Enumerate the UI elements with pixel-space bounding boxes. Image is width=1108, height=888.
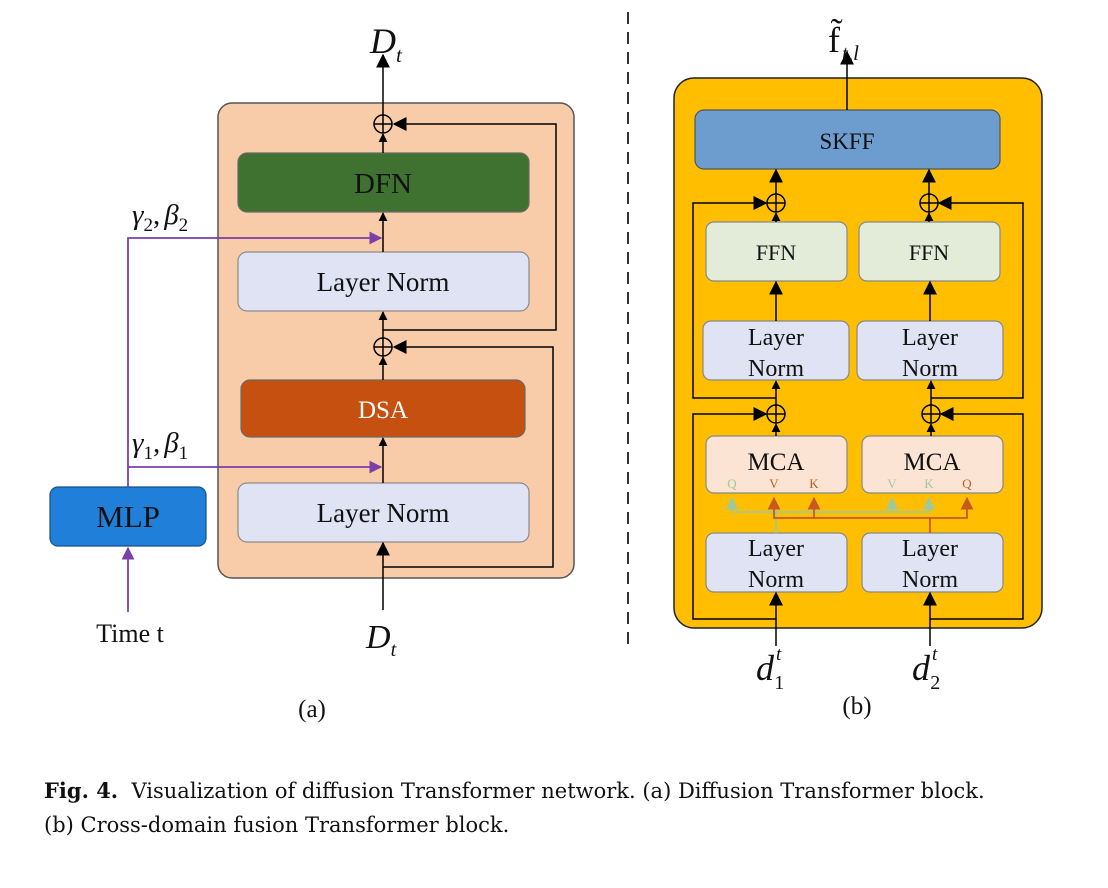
output-dt-label: Dt bbox=[369, 21, 403, 67]
gamma1-beta1-label: γ1,β1 bbox=[132, 427, 188, 464]
mca-left-label: MCA bbox=[748, 449, 805, 476]
figure-caption: Fig. 4. Visualization of diffusion Trans… bbox=[44, 774, 1084, 842]
layer-norm-bottom-label: Layer Norm bbox=[317, 498, 450, 528]
cross-attention-links bbox=[725, 496, 974, 533]
norm-mid-right-line2: Norm bbox=[902, 356, 958, 382]
layer-norm-top-label: Layer Norm bbox=[317, 267, 450, 297]
sum-right-top-icon bbox=[919, 193, 939, 213]
caption-fig-label: Fig. 4. bbox=[44, 778, 119, 803]
input-dt-label: Dt bbox=[365, 619, 397, 661]
norm-bot-left-line2: Norm bbox=[748, 567, 804, 593]
caption-text-1: Visualization of diffusion Transformer n… bbox=[131, 779, 985, 803]
gamma2-beta2-label: γ2,β2 bbox=[132, 199, 188, 236]
norm-mid-left-line2: Norm bbox=[748, 356, 804, 382]
dfn-label: DFN bbox=[354, 168, 412, 200]
dsa-label: DSA bbox=[358, 397, 408, 424]
mca-left-port-v: V bbox=[769, 476, 779, 491]
panel-a-label: (a) bbox=[298, 696, 326, 723]
panel-b: SKFF FFN FFN Layer Norm Layer Norm MCA M… bbox=[673, 18, 1043, 720]
mca-left-port-q: Q bbox=[727, 476, 737, 491]
ffn-right-label: FFN bbox=[909, 240, 949, 265]
sum-right-mid-icon bbox=[921, 404, 941, 424]
sum-left-top-icon bbox=[766, 193, 786, 213]
mca-right-port-k: K bbox=[924, 476, 934, 491]
mlp-label: MLP bbox=[96, 499, 160, 534]
mca-right-label: MCA bbox=[904, 449, 961, 476]
time-label: Time t bbox=[96, 619, 164, 648]
mca-right-block bbox=[861, 435, 1004, 494]
sum-left-mid-icon bbox=[766, 404, 786, 424]
norm-mid-right-line1: Layer bbox=[902, 325, 958, 351]
norm-bot-left-line1: Layer bbox=[748, 536, 804, 562]
sum-top-icon bbox=[373, 114, 393, 134]
norm-bot-right-line2: Norm bbox=[902, 567, 958, 593]
mca-right-port-v: V bbox=[887, 476, 897, 491]
caption-line-2: (b) Cross-domain fusion Transformer bloc… bbox=[44, 813, 510, 837]
panel-b-label: (b) bbox=[842, 693, 871, 720]
mca-right-port-q: Q bbox=[962, 476, 972, 491]
mca-left-port-k: K bbox=[809, 476, 819, 491]
panel-a-arrows bbox=[376, 53, 557, 610]
norm-mid-left-line1: Layer bbox=[748, 325, 804, 351]
panel-a: DFN Layer Norm DSA Layer Norm MLP bbox=[49, 21, 575, 723]
ffn-left-label: FFN bbox=[756, 240, 796, 265]
caption-line-1: Fig. 4. Visualization of diffusion Trans… bbox=[44, 774, 1084, 808]
output-f-label: f̃t,l bbox=[828, 18, 859, 65]
panel-b-arrows bbox=[692, 50, 1024, 646]
figure-canvas: DFN Layer Norm DSA Layer Norm MLP bbox=[49, 12, 1043, 723]
skff-label: SKFF bbox=[820, 129, 875, 154]
norm-bot-right-line1: Layer bbox=[902, 536, 958, 562]
modulation-paths bbox=[121, 231, 383, 612]
sum-mid-icon bbox=[373, 337, 393, 357]
